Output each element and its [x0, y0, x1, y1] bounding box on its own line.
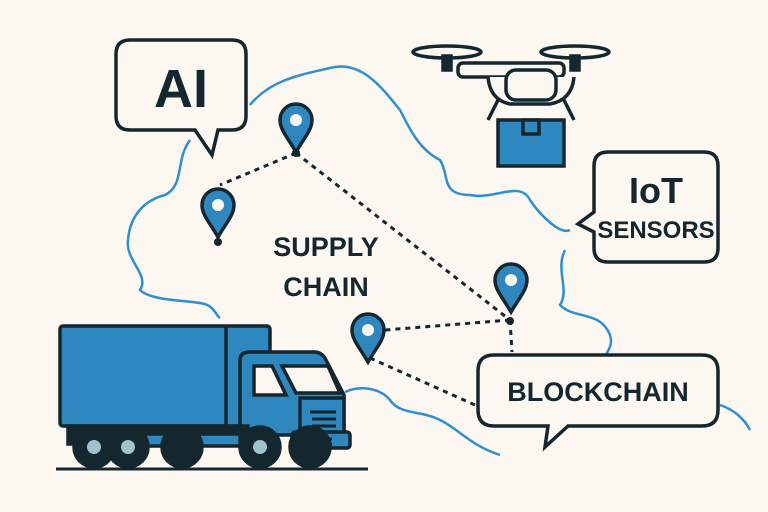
sensors-label: SENSORS	[597, 217, 714, 244]
blockchain-label: BLOCKCHAIN	[507, 377, 689, 407]
location-pin-icon	[278, 102, 314, 156]
iot-speech-bubble: IoT SENSORS	[574, 150, 720, 264]
map-border	[719, 403, 752, 431]
location-pin-icon	[493, 262, 529, 316]
route-node	[506, 317, 514, 325]
route-node	[214, 238, 222, 246]
location-pin-icon	[200, 187, 236, 241]
route-lines	[219, 151, 514, 407]
location-pin-icon	[350, 312, 386, 366]
ai-label: AI	[154, 59, 208, 119]
delivery-truck-icon	[56, 324, 368, 471]
iot-label: IoT	[629, 170, 683, 211]
map-border	[249, 65, 571, 232]
blockchain-speech-bubble: BLOCKCHAIN	[476, 353, 720, 452]
map-border	[126, 139, 221, 320]
map-border	[344, 387, 501, 457]
chain-label: CHAIN	[283, 272, 369, 302]
supply-label: SUPPLY	[273, 232, 379, 262]
ai-speech-bubble: AI	[114, 38, 248, 160]
map-border	[558, 249, 613, 366]
drone-icon	[411, 44, 611, 168]
